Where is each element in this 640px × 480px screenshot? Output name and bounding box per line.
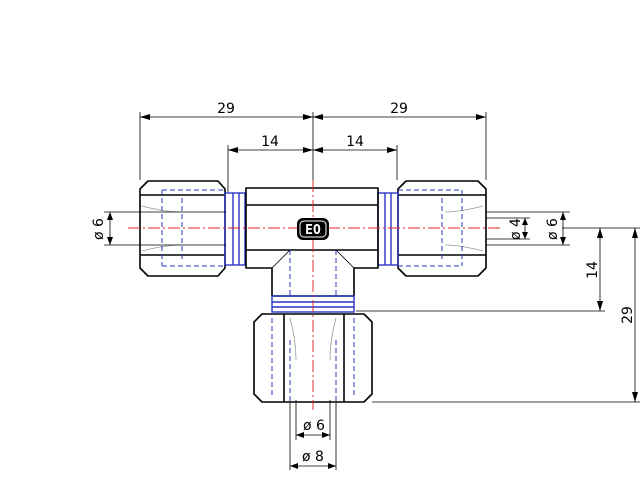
right-nut: [377, 180, 487, 277]
dimension-right-inner-diameter: ø 4: [486, 217, 530, 240]
dim-bottom-tube-diameter-label: ø 6: [303, 418, 325, 434]
dim-left-inner-label: 14: [261, 134, 279, 150]
left-nut: [139, 180, 246, 277]
dim-left-tube-diameter-label: ø 6: [91, 218, 107, 240]
eo-logo: EO: [297, 218, 329, 240]
dim-right-inner-label: 14: [346, 134, 364, 150]
dim-branch-height-label: 14: [585, 261, 601, 279]
dim-bottom-nut-diameter-label: ø 8: [302, 449, 324, 465]
dimension-left-overall: 29: [139, 101, 314, 180]
dimension-branch-height: 14: [356, 227, 605, 312]
dim-right-inner-diameter-label: ø 4: [508, 218, 524, 240]
center-lines: [128, 180, 500, 410]
dimension-right-inner: 14: [313, 134, 398, 180]
dimension-right-overall: 29: [313, 101, 487, 180]
dimension-right-tube-diameter: ø 6: [486, 211, 570, 246]
dimension-branch-overall: 29: [372, 227, 640, 403]
dimension-bottom-tube-diameter: ø 6: [295, 400, 331, 440]
dim-left-overall-label: 29: [217, 101, 235, 117]
bottom-nut: [253, 313, 373, 403]
dimension-left-inner: 14: [227, 134, 313, 192]
dim-branch-overall-label: 29: [620, 306, 636, 324]
dimension-left-tube-diameter: ø 6: [91, 211, 226, 246]
dim-right-overall-label: 29: [390, 101, 408, 117]
dimension-bottom-nut-diameter: ø 8: [289, 402, 337, 470]
eo-logo-text: EO: [305, 223, 321, 238]
dim-right-tube-diameter-label: ø 6: [545, 218, 561, 240]
tee-body: [245, 187, 379, 313]
